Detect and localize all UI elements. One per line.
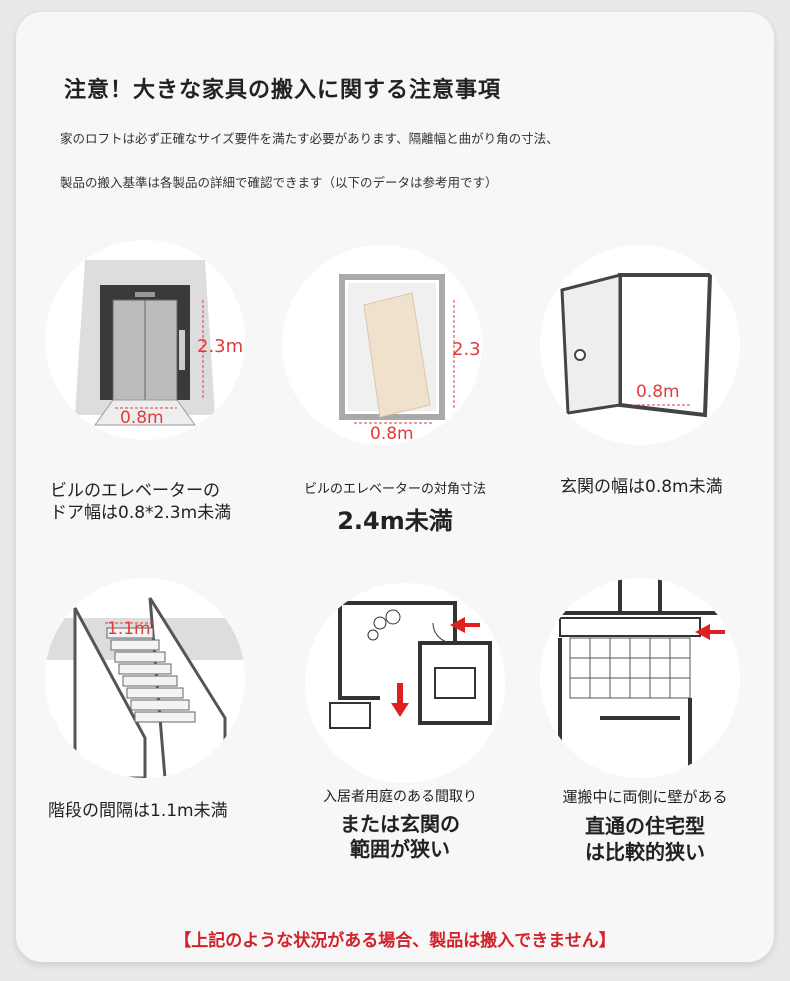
caption-elevator-door: ビルのエレベーターのドア幅は0.8*2.3m未満 [50,480,231,524]
caption-small: ビルのエレベーターの対角寸法 [303,482,486,497]
caption-small: 運搬中に両側に壁がある [562,788,728,806]
width-dimension: 0.8m [636,382,680,402]
caption-line: 直通の住宅型 [585,814,705,838]
floorplan-yard-illustration [305,583,505,783]
door-knob-icon [574,349,586,361]
arrow-left-icon [450,617,480,633]
entrance-door-illustration: 0.8m [540,245,740,445]
caption-line: ビルのエレベーターの [50,481,220,501]
caption-big: 2.4m未満 [337,507,453,535]
stairs-illustration: 1.1m [45,578,245,778]
caption-line: ドア幅は0.8*2.3m未満 [50,503,232,523]
warning-footer: 【上記のような状況がある場合、製品は搬入できません】 [174,931,616,951]
caption-entrance: 玄関の幅は0.8m未満 [560,477,723,497]
caption-corridor: 運搬中に両側に壁がある 直通の住宅型は比較的狭い [530,786,760,865]
caption-elevator-diagonal: ビルのエレベーターの対角寸法 2.4m未満 [280,478,510,536]
caption-line: 範囲が狭い [350,837,450,861]
page-title: 注意！大きな家具の搬入に関する注意事項 [64,78,502,103]
arrow-down-icon [391,683,409,717]
height-dimension: 2.3m [197,336,243,357]
width-dimension: 0.8m [370,424,414,444]
caption-big: 直通の住宅型は比較的狭い [530,813,760,865]
corridor-walls-illustration [540,578,740,778]
elevator-diagonal-illustration: 2.3m 0.8m [282,245,482,445]
subtitle-line-1: 家のロフトは必ず正確なサイズ要件を満たす必要があります、隔離幅と曲がり角の寸法、 [60,131,559,146]
caption-small: 入居者用庭のある間取り [323,789,477,805]
subtitle-line-2: 製品の搬入基準は各製品の詳細で確認できます（以下のデータは参考用です） [60,175,498,190]
width-dimension: 1.1m [107,619,151,639]
height-dimension: 2.3m [452,339,482,360]
notice-card [16,12,774,962]
caption-floorplan: 入居者用庭のある間取り または玄関の範囲が狭い [290,786,510,862]
caption-big: または玄関の範囲が狭い [290,812,510,862]
caption-stairs: 階段の間隔は1.1m未満 [48,801,228,821]
caption-line: は比較的狭い [585,840,705,864]
width-dimension: 0.8m [120,408,164,428]
arrow-left-icon [695,624,725,640]
elevator-door-illustration: 2.3m 0.8m [45,240,245,440]
caption-line: または玄関の [340,812,460,836]
